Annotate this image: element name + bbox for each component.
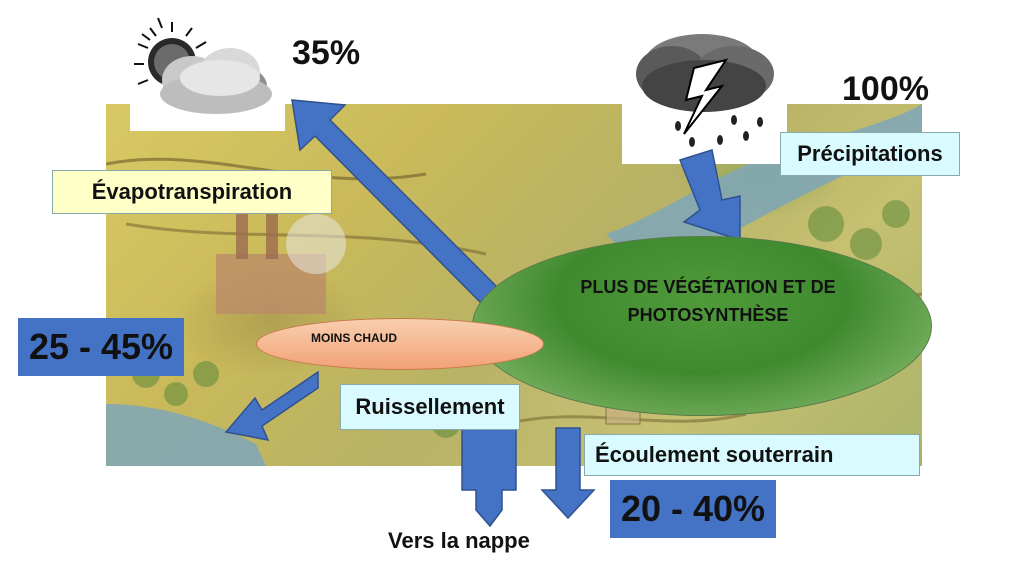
vegetation-ellipse: PLUS DE VÉGÉTATION ET DE PHOTOSYNTHÈSE (472, 236, 932, 416)
vegetation-text: PLUS DE VÉGÉTATION ET DE PHOTOSYNTHÈSE (580, 277, 836, 325)
ruissellement-label: Ruissellement (340, 384, 520, 430)
evapotranspiration-arrow (291, 99, 502, 308)
storm-cloud-icon (622, 24, 787, 164)
sun-cloud-icon (130, 14, 285, 131)
ecoulement-range: 20 - 40% (610, 480, 776, 538)
precipitations-label: Précipitations (780, 132, 960, 176)
precipitation-percent: 100% (842, 70, 929, 108)
evapotranspiration-label: Évapotranspiration (52, 170, 332, 214)
precipitation-arrow (679, 149, 741, 242)
groundwater-arrow (540, 427, 596, 520)
evapotranspiration-percent: 35% (292, 34, 361, 72)
infiltration-arrow (461, 427, 517, 528)
moins-chaud-text: MOINS CHAUD (311, 331, 397, 345)
vers-la-nappe-label: Vers la nappe (388, 528, 530, 553)
runoff-arrow (224, 370, 319, 442)
ecoulement-label: Écoulement souterrain (584, 434, 920, 476)
moins-chaud-ellipse: MOINS CHAUD (256, 318, 544, 370)
ruissellement-range: 25 - 45% (18, 318, 184, 376)
